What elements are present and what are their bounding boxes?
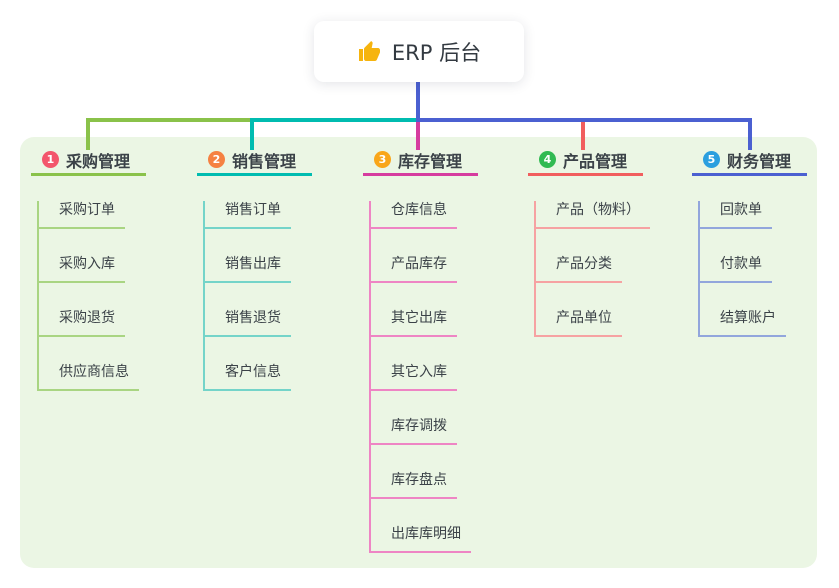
connector-drop-purchase bbox=[86, 118, 90, 150]
child-node[interactable]: 供应商信息 bbox=[39, 363, 139, 391]
thumbs-up-icon bbox=[357, 40, 381, 64]
connector-drop-inventory bbox=[416, 122, 420, 150]
branches-panel bbox=[20, 137, 817, 568]
branch-children: 销售订单 销售出库 销售退货 客户信息 bbox=[203, 201, 312, 391]
branch-header-inventory[interactable]: 3 库存管理 bbox=[363, 146, 478, 176]
branch-title: 采购管理 bbox=[66, 151, 131, 171]
branch-children: 回款单 付款单 结算账户 bbox=[698, 201, 807, 337]
branch-header-sales[interactable]: 2 销售管理 bbox=[197, 146, 312, 176]
child-node[interactable]: 采购订单 bbox=[39, 201, 125, 229]
child-node[interactable]: 产品单位 bbox=[536, 309, 622, 337]
root-node[interactable]: ERP 后台 bbox=[314, 21, 524, 82]
root-title: ERP 后台 bbox=[391, 40, 482, 65]
branch-title: 库存管理 bbox=[398, 151, 463, 171]
connector-drop-product bbox=[581, 122, 585, 150]
connector-root-stem bbox=[416, 82, 420, 122]
branch-header-finance[interactable]: 5 财务管理 bbox=[692, 146, 807, 176]
branch-inventory: 3 库存管理 仓库信息 产品库存 其它出库 其它入库 库存调拨 库存盘点 出库库… bbox=[363, 146, 478, 553]
child-node[interactable]: 销售退货 bbox=[205, 309, 291, 337]
branch-number-badge: 2 bbox=[208, 151, 225, 168]
child-node[interactable]: 库存盘点 bbox=[371, 471, 457, 499]
branch-number-badge: 5 bbox=[703, 151, 720, 168]
branch-number-badge: 4 bbox=[539, 151, 556, 168]
branch-number-badge: 3 bbox=[374, 151, 391, 168]
branch-product: 4 产品管理 产品（物料） 产品分类 产品单位 bbox=[528, 146, 650, 337]
child-node[interactable]: 产品（物料） bbox=[536, 201, 650, 229]
connector-h-purchase bbox=[86, 118, 254, 122]
branch-children: 仓库信息 产品库存 其它出库 其它入库 库存调拨 库存盘点 出库库明细 bbox=[369, 201, 478, 553]
branch-header-product[interactable]: 4 产品管理 bbox=[528, 146, 643, 176]
connector-drop-finance bbox=[748, 118, 752, 150]
branch-purchase: 1 采购管理 采购订单 采购入库 采购退货 供应商信息 bbox=[31, 146, 146, 391]
child-node[interactable]: 其它入库 bbox=[371, 363, 457, 391]
child-node[interactable]: 回款单 bbox=[700, 201, 772, 229]
child-node[interactable]: 仓库信息 bbox=[371, 201, 457, 229]
branch-title: 销售管理 bbox=[232, 151, 297, 171]
child-node[interactable]: 客户信息 bbox=[205, 363, 291, 391]
child-node[interactable]: 出库库明细 bbox=[371, 525, 471, 553]
connector-h-finance bbox=[416, 118, 752, 122]
child-node[interactable]: 采购退货 bbox=[39, 309, 125, 337]
branch-children: 产品（物料） 产品分类 产品单位 bbox=[534, 201, 650, 337]
branch-title: 产品管理 bbox=[563, 151, 628, 171]
branch-number-badge: 1 bbox=[42, 151, 59, 168]
branch-header-purchase[interactable]: 1 采购管理 bbox=[31, 146, 146, 176]
child-node[interactable]: 销售订单 bbox=[205, 201, 291, 229]
child-node[interactable]: 付款单 bbox=[700, 255, 772, 283]
branch-title: 财务管理 bbox=[727, 151, 792, 171]
branch-finance: 5 财务管理 回款单 付款单 结算账户 bbox=[692, 146, 807, 337]
child-node[interactable]: 库存调拨 bbox=[371, 417, 457, 445]
child-node[interactable]: 销售出库 bbox=[205, 255, 291, 283]
connector-drop-sales bbox=[250, 118, 254, 150]
child-node[interactable]: 结算账户 bbox=[700, 309, 786, 337]
branch-sales: 2 销售管理 销售订单 销售出库 销售退货 客户信息 bbox=[197, 146, 312, 391]
child-node[interactable]: 产品分类 bbox=[536, 255, 622, 283]
child-node[interactable]: 采购入库 bbox=[39, 255, 125, 283]
child-node[interactable]: 其它出库 bbox=[371, 309, 457, 337]
connector-h-sales bbox=[250, 118, 420, 122]
child-node[interactable]: 产品库存 bbox=[371, 255, 457, 283]
branch-children: 采购订单 采购入库 采购退货 供应商信息 bbox=[37, 201, 146, 391]
